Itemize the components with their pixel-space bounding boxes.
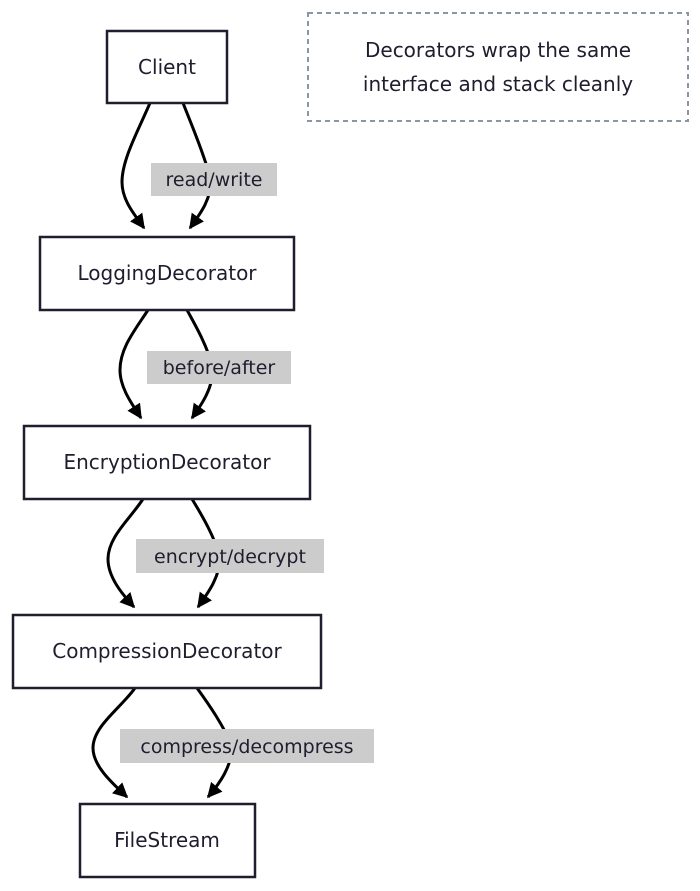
edge-label-before-after: before/after xyxy=(163,357,276,379)
edge-label-bg-read-write xyxy=(151,163,277,196)
node-box-filestream xyxy=(78,802,257,879)
edge-label-bg-before-after xyxy=(147,351,291,384)
note-box xyxy=(307,12,689,122)
edge-label-encrypt-decrypt: encrypt/decrypt xyxy=(154,546,306,568)
node-box-logging-decorator xyxy=(38,235,296,312)
edge-label-read-write: read/write xyxy=(166,169,263,191)
note: Decorators wrap the same interface and s… xyxy=(307,12,689,122)
node-label-logging-decorator: LoggingDecorator xyxy=(77,261,257,285)
node-label-compression-decorator: CompressionDecorator xyxy=(52,639,282,663)
edge-encryption-compression: encrypt/decrypt xyxy=(106,498,324,609)
edge-compression-filestream: compress/decompress xyxy=(91,687,374,799)
edge-left-logging-encryption xyxy=(118,309,150,420)
node-box-compression-decorator xyxy=(11,613,323,690)
edge-client-logging: read/write xyxy=(120,102,277,230)
edge-label-bg-compress-decompress xyxy=(120,729,374,763)
edge-left-compression-filestream xyxy=(91,687,137,799)
node-compression-decorator: CompressionDecorator xyxy=(11,613,323,690)
node-box-encryption-decorator xyxy=(22,424,312,501)
edge-left-encryption-compression xyxy=(106,498,145,609)
edge-logging-encryption: before/after xyxy=(118,309,291,420)
node-filestream: FileStream xyxy=(78,802,257,879)
node-label-encryption-decorator: EncryptionDecorator xyxy=(63,450,271,474)
node-logging-decorator: LoggingDecorator xyxy=(38,235,296,312)
edge-label-compress-decompress: compress/decompress xyxy=(140,736,353,758)
edge-label-bg-encrypt-decrypt xyxy=(136,539,324,573)
node-label-filestream: FileStream xyxy=(114,828,220,852)
note-line-1: Decorators wrap the same xyxy=(365,38,631,62)
node-box-client xyxy=(105,29,229,105)
node-label-client: Client xyxy=(138,55,196,79)
edge-left-client-logging xyxy=(120,102,152,230)
note-line-2: interface and stack cleanly xyxy=(363,72,633,96)
node-encryption-decorator: EncryptionDecorator xyxy=(22,424,312,501)
node-client: Client xyxy=(105,29,229,105)
